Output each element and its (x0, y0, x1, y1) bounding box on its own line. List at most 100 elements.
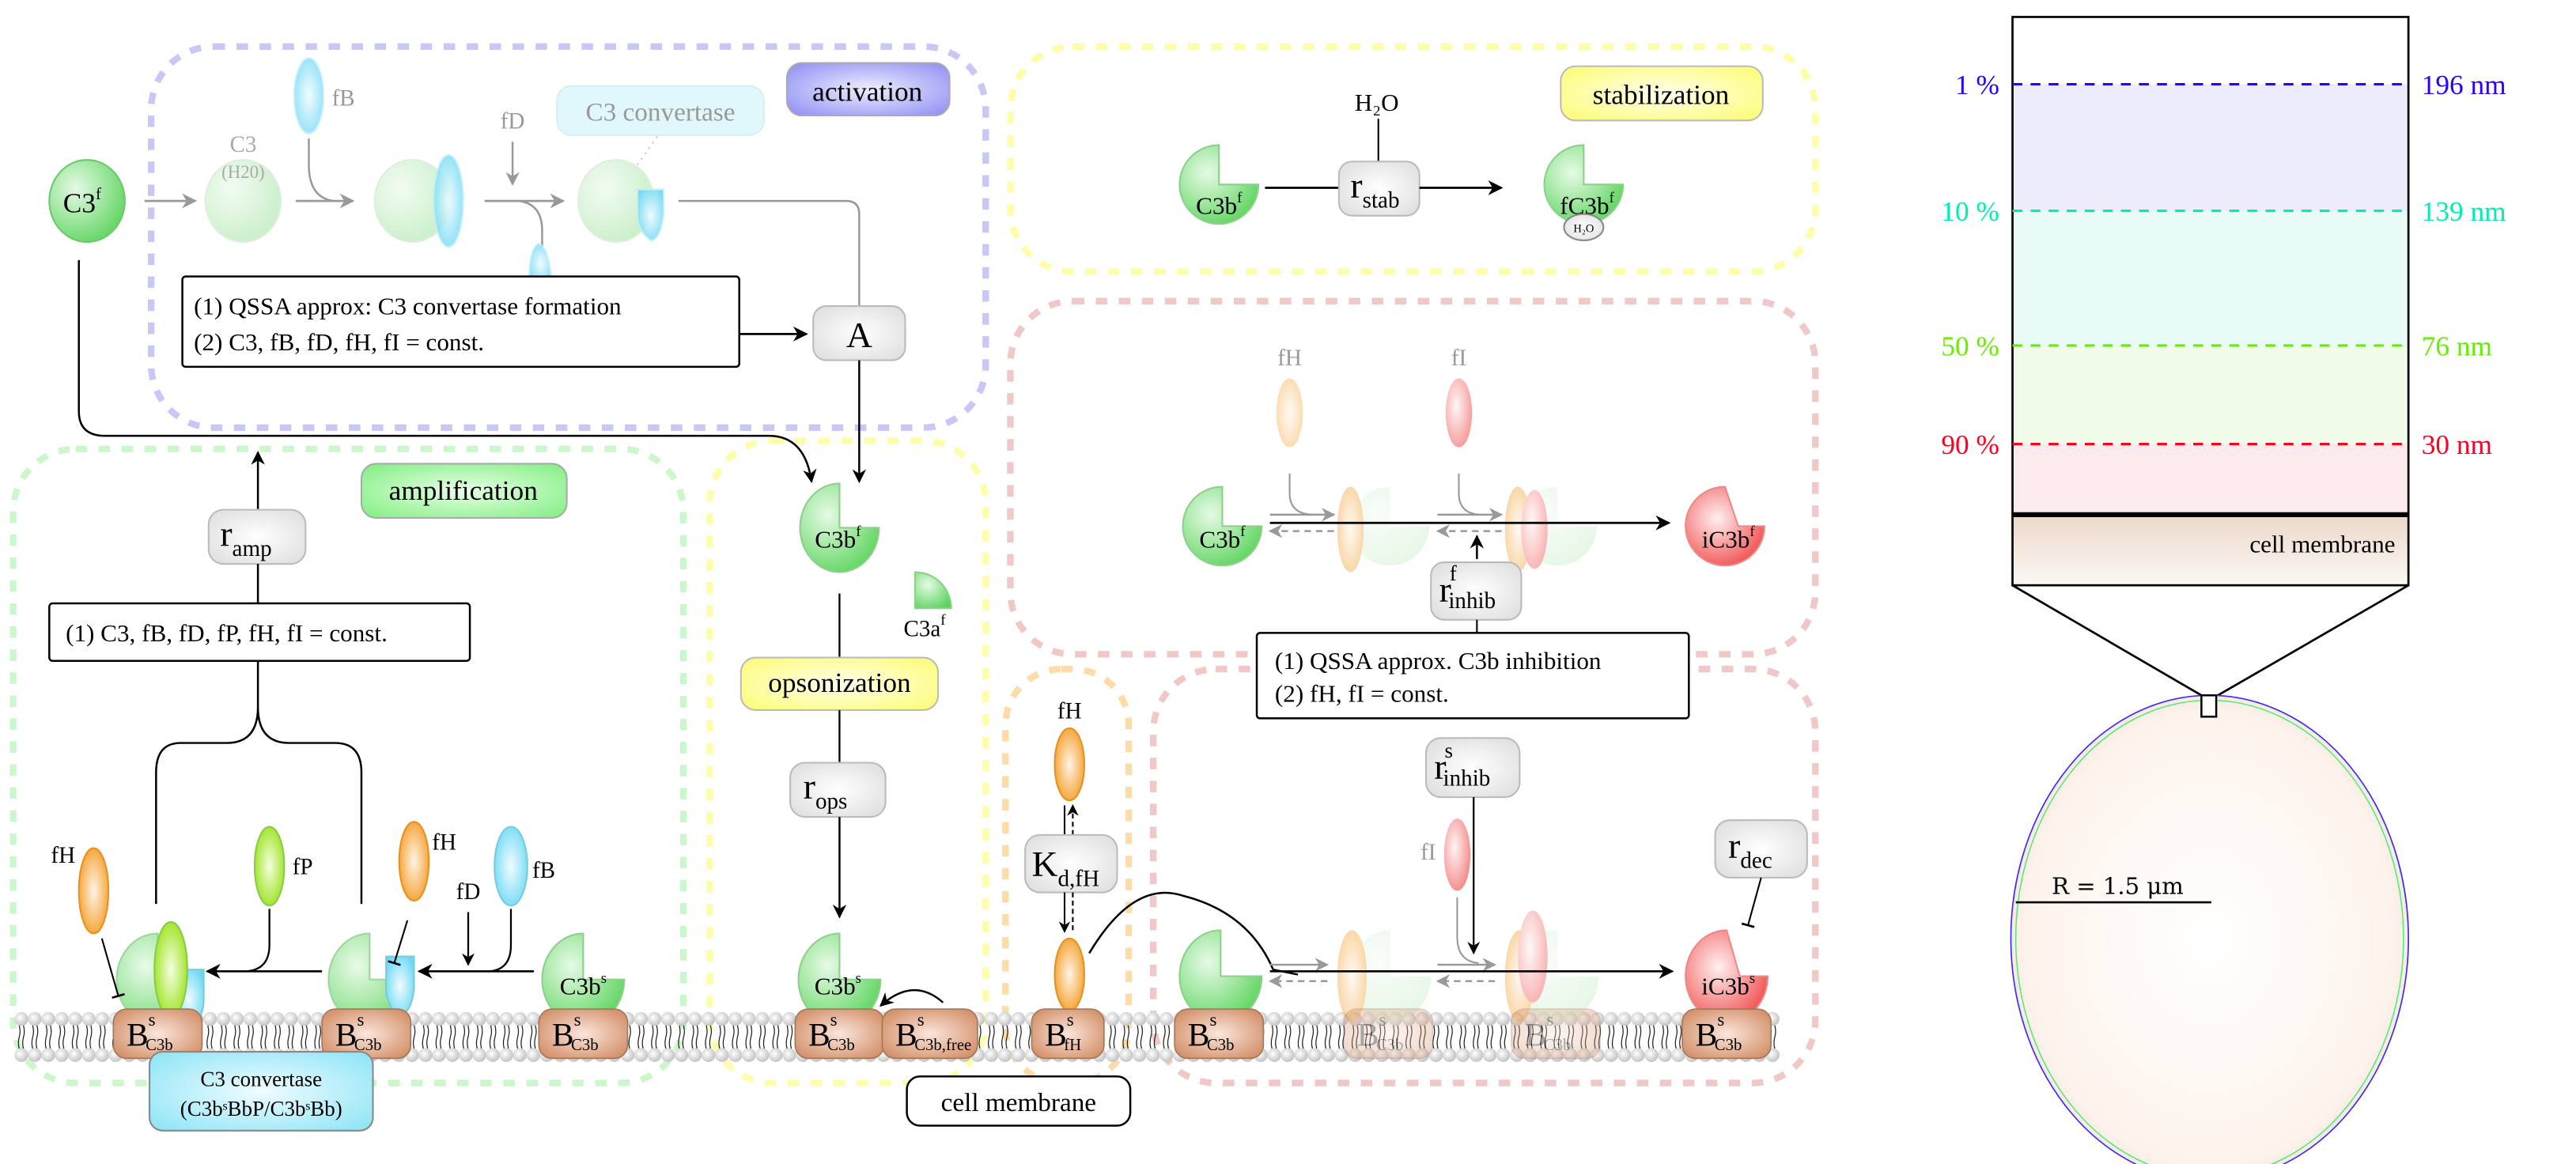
svg-text:ramp: ramp (220, 513, 271, 561)
lipid-tail (1297, 1025, 1305, 1049)
lipid-tail (17, 1025, 25, 1049)
kd-fh-sub: d,fH (1057, 866, 1099, 891)
lipid-head (1321, 1011, 1335, 1026)
lipid-tail (422, 1025, 429, 1049)
node-a-label: A (846, 315, 872, 355)
lipid-head (755, 1011, 770, 1026)
ic3bs-label: iC3b (1701, 972, 1749, 1000)
c3-convertase-callout-box (556, 85, 765, 137)
c3-convertase-box (148, 1051, 374, 1132)
lipid-head (742, 1011, 756, 1026)
svg-text:C3bs: C3bs (815, 970, 861, 1000)
cell[interactable] (2010, 694, 2409, 1164)
lipid-head (526, 1011, 540, 1026)
c3af-label: C3a (903, 617, 940, 642)
lipid-tail (1432, 1025, 1439, 1049)
lipid-tail (260, 1025, 267, 1049)
lipid-head (1658, 1011, 1672, 1026)
lipid-head (714, 1048, 729, 1062)
lipid-tail (705, 1025, 713, 1049)
gradient-panel-frame (2011, 16, 2410, 587)
fh-bound-molecule (1053, 937, 1085, 1012)
c3bs-fh-complex (1337, 930, 1432, 1022)
ic3bs-sup: s (1749, 970, 1755, 987)
lipid-head (1146, 1048, 1160, 1062)
membrane-strip (2012, 514, 2409, 586)
fd-label-top: fD (501, 109, 525, 134)
lipid-head (687, 1048, 702, 1062)
lipid-tail (314, 1025, 322, 1049)
fi-fluid-molecule (1445, 378, 1473, 448)
lipid-tail (651, 1025, 658, 1049)
lipid-head (687, 1011, 702, 1026)
lipid-head (634, 1048, 649, 1062)
stabilization-label-box (1560, 65, 1764, 122)
lipid-tail (233, 1025, 240, 1049)
lipid-head (1631, 1048, 1645, 1062)
kd-fh-node[interactable] (1024, 833, 1118, 894)
protein-sub: C3b,free (914, 1036, 971, 1054)
lipid-tail (1473, 1025, 1480, 1049)
opsonization-module: C3bf C3af opsonization rops C3bs (740, 482, 952, 1026)
lipid-tail (1459, 1025, 1466, 1049)
lipid-head (1469, 1011, 1484, 1026)
lipid-tail (1122, 1025, 1130, 1049)
c3-h2o-molecule (204, 159, 282, 244)
lipid-tail (718, 1025, 726, 1049)
free-binding-arrow (879, 988, 944, 1007)
stabilization-module-border (1007, 43, 1819, 275)
fc3bf-molecule (1543, 144, 1625, 225)
fb-label-top: fB (332, 86, 355, 111)
protein-label: B (1357, 1016, 1379, 1053)
lipid-head (432, 1011, 446, 1026)
lipid-tail (1607, 1025, 1615, 1049)
h2o-tag (1563, 213, 1605, 241)
zone-90 (2012, 444, 2409, 513)
lipid-head (674, 1048, 689, 1062)
fp-molecule (253, 826, 286, 907)
protein-sub: C3b (1207, 1036, 1235, 1054)
fi-fluid-label: fI (1451, 346, 1466, 371)
zoom-region-marker (2200, 694, 2218, 718)
lipid-tail (772, 1025, 780, 1049)
protein-label: B (552, 1016, 574, 1053)
level-percent: 90 % (1941, 429, 1999, 460)
lipid-head (769, 1048, 783, 1062)
lipid-head (297, 1011, 312, 1026)
rate-inhib-s-sub: inhib (1443, 766, 1491, 792)
lipid-head (1294, 1048, 1308, 1062)
protein-label: B (1188, 1016, 1210, 1053)
lipid-head (1482, 1048, 1497, 1062)
lipid-tail (678, 1025, 685, 1049)
lipid-head (1011, 1048, 1026, 1062)
protein-sup: s (1209, 1010, 1216, 1030)
lipid-tail (664, 1025, 671, 1049)
lipid-head (1294, 1011, 1308, 1026)
lipid-head (1118, 1048, 1133, 1062)
c3b-fh-complex (1337, 486, 1430, 573)
rate-ops-node[interactable] (789, 762, 887, 818)
lipid-tail (1163, 1025, 1171, 1049)
lipid-head (1146, 1011, 1160, 1026)
lipid-head (14, 1048, 28, 1062)
lipid-tail (475, 1025, 483, 1049)
lipid-head (984, 1048, 999, 1062)
panel-membrane-label: cell membrane (2249, 531, 2395, 558)
c3-h2o-label-2: (H20) (221, 162, 265, 182)
lipid-head (472, 1048, 486, 1062)
lipid-head (270, 1011, 285, 1026)
lipid-tail (85, 1025, 93, 1049)
ic3bf-molecule (1685, 486, 1765, 567)
lipid-head (55, 1048, 69, 1062)
c3b-fh-fi-complex (1504, 486, 1598, 573)
lipid-tail (1311, 1025, 1318, 1049)
ba-release-path (519, 199, 543, 248)
lipid-head (1105, 1011, 1120, 1026)
lipid-tail (98, 1025, 106, 1049)
c3f-sup: f (96, 185, 101, 203)
lipid-head (55, 1011, 69, 1026)
lipid-head (1496, 1048, 1511, 1062)
